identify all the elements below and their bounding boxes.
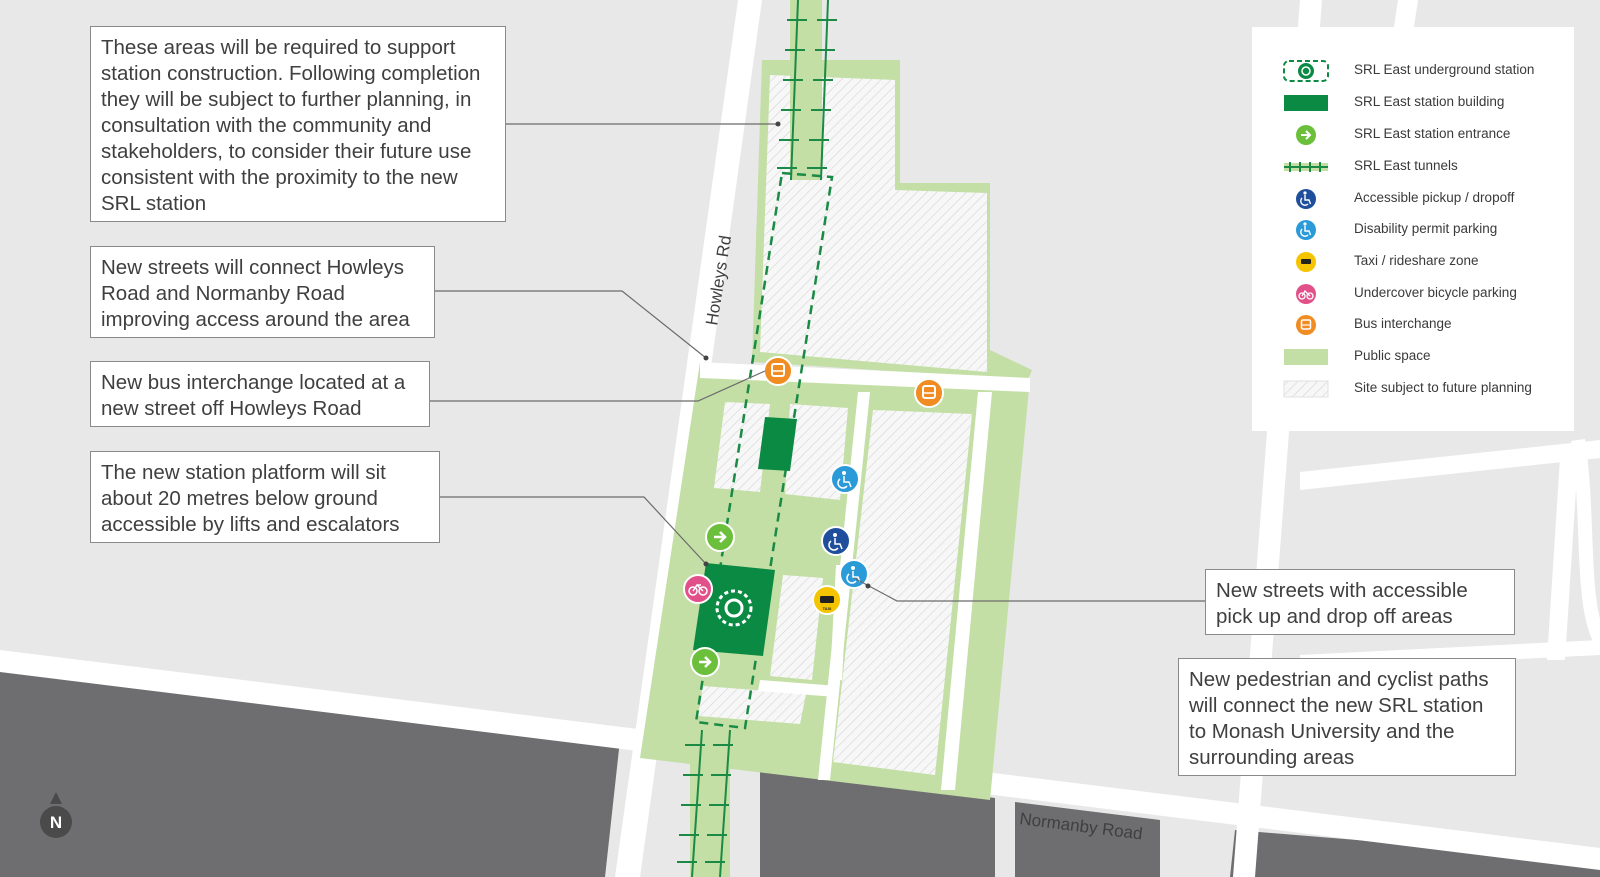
bus-icon <box>763 356 793 386</box>
station-entrance-icon[interactable] <box>690 647 720 677</box>
legend-item: Accessible pickup / dropoff <box>1252 184 1574 214</box>
srl-tunnels <box>677 0 837 877</box>
building-block-south <box>760 768 995 877</box>
tunnels-icon <box>1284 162 1328 172</box>
station-building-north <box>758 417 797 471</box>
building-block-southeast-2 <box>1230 830 1600 877</box>
bicycle-icon <box>1296 284 1316 304</box>
legend-label: SRL East underground station <box>1354 62 1535 77</box>
legend-label: Public space <box>1354 348 1431 363</box>
future-site-south <box>698 686 806 724</box>
future-site-east <box>833 410 972 775</box>
legend-label: Bus interchange <box>1354 316 1452 331</box>
legend-item: Disability permit parking <box>1252 215 1574 245</box>
legend-item: SRL East station entrance <box>1252 120 1574 150</box>
leader-dots <box>703 121 871 589</box>
callout-bus-interchange: New bus interchange located at a new str… <box>90 361 430 427</box>
legend-item: Public space <box>1252 342 1574 372</box>
future-site-small <box>770 575 823 680</box>
new-street-east[interactable] <box>941 392 992 790</box>
station-entrance-icon <box>1296 125 1316 145</box>
callout-accessible-streets: New streets with accessible pick up and … <box>1205 569 1515 635</box>
north-label: N <box>50 813 62 832</box>
road-east-5 <box>1547 458 1578 660</box>
bus-icon <box>1296 315 1316 335</box>
future-site-west <box>714 402 770 492</box>
disability-parking-icon <box>1296 220 1316 240</box>
building-block-southeast <box>1015 802 1160 877</box>
legend-item: Bus interchange <box>1252 310 1574 340</box>
station-building-main <box>693 563 775 656</box>
callout-station-platform: The new station platform will sit about … <box>90 451 440 543</box>
new-street-south[interactable] <box>758 680 838 697</box>
bicycle-icon <box>683 574 713 604</box>
legend: SRL East underground station SRL East st… <box>1252 27 1574 431</box>
legend-item: Undercover bicycle parking <box>1252 279 1574 309</box>
callout-pedestrian-paths: New pedestrian and cyclist paths will co… <box>1178 658 1516 776</box>
legend-label: Undercover bicycle parking <box>1354 285 1517 300</box>
taxi-icon-text: TAXI <box>823 606 832 611</box>
taxi-icon: TAXI <box>812 585 842 615</box>
legend-label: SRL East station entrance <box>1354 126 1511 141</box>
callout-construction-areas: These areas will be required to support … <box>90 26 506 222</box>
taxi-icon <box>1296 252 1316 272</box>
accessible-icon <box>821 526 851 556</box>
callout-new-streets: New streets will connect Howleys Road an… <box>90 246 435 338</box>
legend-item: SRL East underground station <box>1252 56 1574 86</box>
accessible-icon <box>1296 189 1316 209</box>
legend-item: Taxi / rideshare zone <box>1252 247 1574 277</box>
legend-label: Accessible pickup / dropoff <box>1354 190 1515 205</box>
legend-item: Site subject to future planning <box>1252 374 1574 404</box>
legend-label: Disability permit parking <box>1354 221 1498 236</box>
legend-label: SRL East station building <box>1354 94 1505 109</box>
north-arrow-icon: N <box>40 792 72 838</box>
station-entrance-icon[interactable] <box>705 522 735 552</box>
legend-label: Site subject to future planning <box>1354 380 1532 395</box>
legend-item: SRL East tunnels <box>1252 152 1574 182</box>
bus-icon <box>914 378 944 408</box>
disability-parking-icon <box>830 464 860 494</box>
road-curve-east <box>1571 438 1600 644</box>
road-east-3 <box>1300 440 1600 490</box>
disability-parking-icon <box>839 559 869 589</box>
underground-station-icon <box>715 589 753 627</box>
station-building-swatch <box>1284 95 1328 111</box>
underground-station-icon <box>1283 60 1329 82</box>
public-space-swatch <box>1284 349 1328 365</box>
legend-item: SRL East station building <box>1252 88 1574 118</box>
legend-label: SRL East tunnels <box>1354 158 1458 173</box>
building-block-southwest <box>0 662 620 877</box>
legend-label: Taxi / rideshare zone <box>1354 253 1479 268</box>
future-planning-swatch <box>1283 380 1329 398</box>
